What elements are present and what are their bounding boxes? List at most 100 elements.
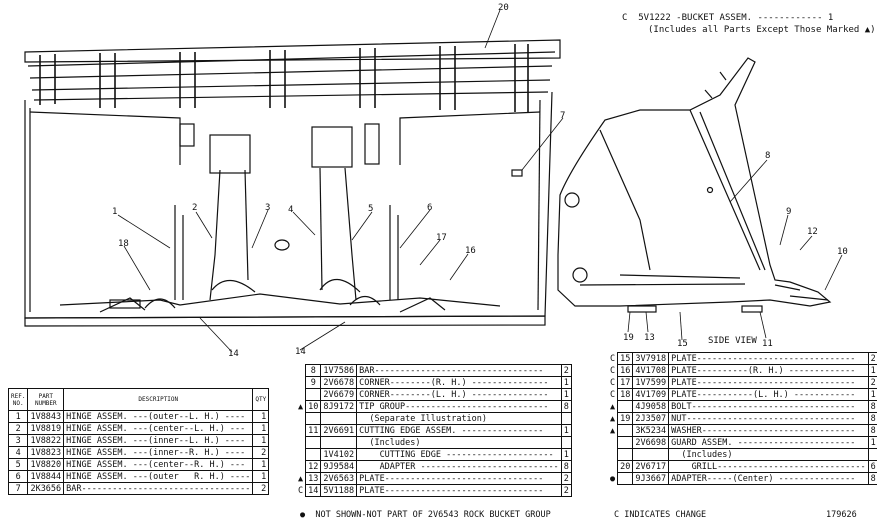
cell-desc: (Includes) <box>356 436 562 449</box>
callout-8: 8 <box>765 151 771 161</box>
cell-part <box>320 436 358 449</box>
cell-ref: 19 <box>617 412 634 425</box>
cell-mark <box>296 437 306 449</box>
side-view-label: SIDE VIEW <box>708 336 757 346</box>
header-description: DESCRIPTION <box>63 388 254 411</box>
table-row: (Includes) <box>296 436 572 449</box>
cell-qty: 2 <box>252 482 270 495</box>
cell-part: 2V6679 <box>320 388 358 401</box>
cell-part: 1V8823 <box>27 446 65 459</box>
cell-mark <box>296 365 306 377</box>
cell-part: 2V6698 <box>632 436 670 449</box>
cell-mark: ▲ <box>610 401 616 412</box>
figure-number: 179626 <box>826 510 857 520</box>
cell-ref: 6 <box>7 470 29 483</box>
callout-14a: 14 <box>228 349 239 359</box>
cell-desc: HINGE ASSEM. ---(inner--R. H.) ---- <box>63 446 254 459</box>
table-row: 1V4102 CUTTING EDGE --------------------… <box>296 448 572 461</box>
cell-qty: 2 <box>560 472 572 485</box>
callout-5: 5 <box>368 204 374 214</box>
cell-qty: 1 <box>252 470 270 483</box>
cell-ref: 14 <box>305 484 322 497</box>
cell-qty: 2 <box>560 484 572 497</box>
cell-desc: PLATE------------------------------- <box>668 352 869 365</box>
cell-desc: PLATE-----------(L. H.) ------------ <box>668 388 869 401</box>
cell-desc: HINGE ASSEM. ---(inner--L. H.) ---- <box>63 434 254 447</box>
callout-13: 13 <box>644 333 655 343</box>
cell-qty: 6 <box>867 460 877 473</box>
cell-qty: 8 <box>867 412 877 425</box>
cell-part: 1V4102 <box>320 448 358 461</box>
bucket-assembly-line: C 5V1222 -BUCKET ASSEM. ------------ 1 <box>622 13 834 23</box>
cell-mark <box>296 449 306 461</box>
cell-ref: 7 <box>7 482 29 495</box>
cell-desc: ADAPTER --------------------------- <box>356 460 562 473</box>
cell-part: 8J9172 <box>320 400 358 413</box>
cell-part: 2V6678 <box>320 376 358 389</box>
cell-desc: ADAPTER-----(Center) --------------- <box>668 472 869 485</box>
cell-ref: 5 <box>7 458 29 471</box>
cell-ref <box>617 424 634 437</box>
cell-desc: GUARD ASSEM. ----------------------- <box>668 436 869 449</box>
cell-ref <box>617 448 634 461</box>
cell-mark <box>608 461 618 473</box>
cell-qty: 2 <box>867 352 877 365</box>
cell-ref <box>617 436 634 449</box>
change-footnote: C INDICATES CHANGE <box>614 510 707 520</box>
cell-mark <box>296 389 306 401</box>
cell-part: 1V8843 <box>27 410 65 423</box>
cell-ref <box>617 472 634 485</box>
callout-12: 12 <box>807 227 818 237</box>
cell-mark: ▲ <box>298 473 304 484</box>
cell-qty: 8 <box>560 460 572 473</box>
callout-1: 1 <box>112 207 118 217</box>
side-view <box>557 57 832 313</box>
callout-7: 7 <box>560 111 566 121</box>
cell-qty: 2 <box>867 376 877 389</box>
cell-qty: 1 <box>867 364 877 377</box>
cell-ref <box>305 412 322 425</box>
table-header-row: REF. NO. PART NUMBER DESCRIPTION QTY <box>7 388 270 411</box>
cell-desc: WASHER------------------------------ <box>668 424 869 437</box>
callout-11: 11 <box>762 339 773 349</box>
cell-part: 5V1188 <box>320 484 358 497</box>
cell-part: 4V1708 <box>632 364 670 377</box>
front-view <box>24 39 561 327</box>
cell-mark: C <box>610 353 616 364</box>
callout-18: 18 <box>118 239 129 249</box>
cell-mark <box>296 425 306 437</box>
cell-part: 1V7599 <box>632 376 670 389</box>
cell-qty: 1 <box>560 376 572 389</box>
callout-2: 2 <box>192 203 198 213</box>
cell-qty: 1 <box>560 424 572 437</box>
cell-part: 1V8844 <box>27 470 65 483</box>
cell-mark: ▲ <box>610 413 616 424</box>
callout-17: 17 <box>436 233 447 243</box>
cell-part: 4V1709 <box>632 388 670 401</box>
cell-mark <box>296 461 306 473</box>
cell-qty: 2 <box>252 446 270 459</box>
cell-ref: 12 <box>305 460 322 473</box>
cell-ref <box>305 388 322 401</box>
cell-desc: HINGE ASSEM. ---(outer--L. H.) ---- <box>63 410 254 423</box>
cell-qty: 2 <box>560 364 572 377</box>
header-qty: QTY <box>252 388 270 411</box>
cell-part <box>632 448 670 461</box>
cell-qty: 8 <box>560 400 572 413</box>
cell-part: 4J9058 <box>632 400 670 413</box>
cell-mark: C <box>298 485 304 496</box>
cell-desc: PLATE----------(R. H.) ------------- <box>668 364 869 377</box>
cell-ref: 10 <box>305 400 322 413</box>
callout-14b: 14 <box>295 347 306 357</box>
callout-16: 16 <box>465 246 476 256</box>
